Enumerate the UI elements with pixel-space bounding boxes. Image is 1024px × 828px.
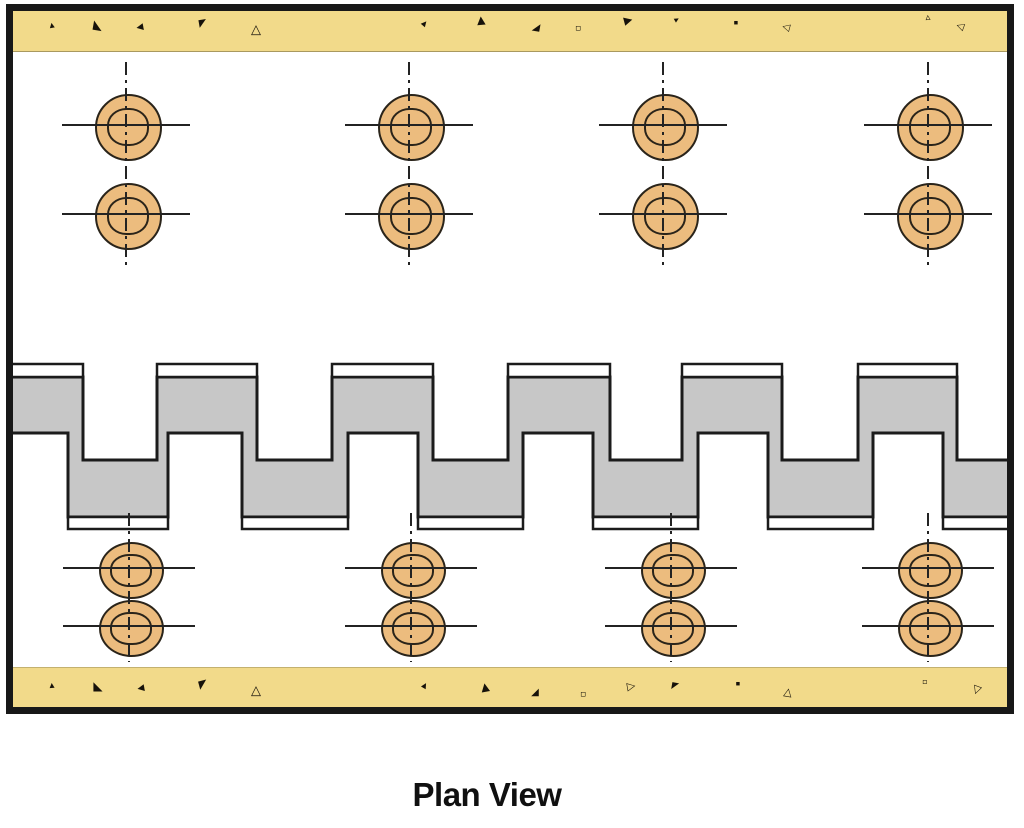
soil-triangle-icon: △ bbox=[251, 22, 261, 38]
pile-vertical-centerline bbox=[409, 513, 413, 662]
pile-vertical-centerline bbox=[926, 513, 930, 662]
pile-inner-circle bbox=[110, 611, 152, 645]
pile-vertical-centerline bbox=[407, 62, 411, 268]
pile-outer-circle bbox=[377, 93, 445, 161]
pile-vertical-centerline bbox=[669, 513, 673, 662]
pile-inner-circle bbox=[107, 197, 149, 235]
soil-triangle-icon: ▫ bbox=[574, 23, 582, 34]
pile-trough-strip bbox=[591, 515, 700, 531]
pile-inner-circle bbox=[652, 553, 694, 587]
pile-trough-strip bbox=[416, 515, 525, 531]
pile-inner-circle bbox=[390, 197, 432, 235]
pile-outer-circle bbox=[377, 182, 445, 250]
pile-inner-circle bbox=[644, 108, 686, 146]
pile-outer-circle bbox=[896, 182, 964, 250]
pile-outer-circle bbox=[896, 93, 964, 161]
pile-cap-strip bbox=[155, 362, 259, 379]
sheet-pile-strips bbox=[8, 362, 1012, 531]
pile-vertical-centerline bbox=[124, 62, 128, 268]
pile-trough-strip bbox=[240, 515, 350, 531]
drawing-caption: Plan View bbox=[412, 776, 562, 813]
pile-vertical-centerline bbox=[661, 62, 665, 268]
pile-trough-strip bbox=[766, 515, 875, 531]
pile-outer-circle bbox=[631, 93, 699, 161]
pile-cap-strip bbox=[8, 362, 85, 379]
pile-outer-circle bbox=[897, 541, 963, 599]
pile-outer-circle bbox=[98, 599, 164, 657]
soil-band-top bbox=[10, 11, 1014, 52]
pile-cap-strip bbox=[680, 362, 784, 379]
pile-outer-circle bbox=[380, 599, 446, 657]
soil-triangle-icon: ▪ bbox=[735, 679, 741, 688]
soil-triangle-icon: △ bbox=[251, 683, 261, 699]
pile-outer-circle bbox=[640, 599, 706, 657]
soil-triangle-icon: ▪ bbox=[733, 18, 739, 27]
pile-inner-circle bbox=[392, 553, 434, 587]
pile-cap-strip bbox=[330, 362, 435, 379]
pile-vertical-centerline bbox=[127, 513, 131, 662]
sheet-pile-wall-outline bbox=[8, 375, 1012, 519]
pile-inner-circle bbox=[909, 553, 951, 587]
soil-triangle-icon: ◢ bbox=[531, 687, 539, 698]
pile-outer-circle bbox=[897, 599, 963, 657]
soil-band-bottom bbox=[10, 667, 1014, 708]
pile-vertical-centerline bbox=[926, 62, 930, 268]
pile-inner-circle bbox=[644, 197, 686, 235]
pile-cap-strip bbox=[506, 362, 612, 379]
pile-inner-circle bbox=[909, 108, 951, 146]
pile-inner-circle bbox=[392, 611, 434, 645]
pile-outer-circle bbox=[94, 93, 162, 161]
pile-outer-circle bbox=[98, 541, 164, 599]
pile-inner-circle bbox=[652, 611, 694, 645]
pile-inner-circle bbox=[909, 611, 951, 645]
pile-inner-circle bbox=[107, 108, 149, 146]
pile-outer-circle bbox=[631, 182, 699, 250]
pile-outer-circle bbox=[380, 541, 446, 599]
soil-triangle-icon: ◣ bbox=[93, 679, 103, 693]
pile-outer-circle bbox=[94, 182, 162, 250]
soil-triangle-icon: ▫ bbox=[922, 677, 928, 686]
pile-inner-circle bbox=[390, 108, 432, 146]
soil-triangle-icon: ▫ bbox=[579, 689, 587, 700]
pile-trough-strip bbox=[941, 515, 1012, 531]
pile-outer-circle bbox=[640, 541, 706, 599]
pile-trough-strip bbox=[66, 515, 170, 531]
pile-cap-strip bbox=[856, 362, 959, 379]
pile-inner-circle bbox=[909, 197, 951, 235]
pile-inner-circle bbox=[110, 553, 152, 587]
